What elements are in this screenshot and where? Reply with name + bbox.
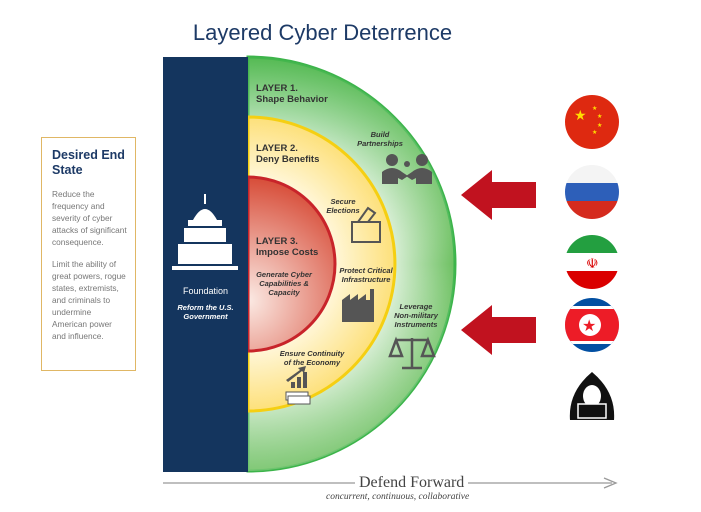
economy-icon — [285, 366, 311, 405]
hacker-icon — [569, 372, 615, 420]
layer-2-name: Deny Benefits — [256, 154, 320, 165]
russia-flag-icon — [565, 165, 619, 219]
svg-text:☫: ☫ — [586, 255, 599, 271]
page-title: Layered Cyber Deterrence — [192, 20, 453, 45]
layer-1-number: LAYER 1. — [256, 83, 298, 94]
end-state-heading: Desired End State — [52, 148, 125, 177]
foundation-label: Foundation — [182, 286, 229, 296]
iran-flag-icon: ☫ — [565, 235, 619, 289]
partnership-icon — [382, 154, 432, 184]
svg-text:★: ★ — [597, 122, 602, 129]
foundation-panel — [163, 57, 248, 472]
desired-end-state-box: Desired End State Reduce the frequency a… — [41, 137, 136, 371]
defend-forward-subtitle: concurrent, continuous, collaborative — [326, 492, 470, 502]
threat-arrow-2 — [461, 305, 536, 355]
ballot-box-icon — [351, 206, 381, 243]
end-state-text-1: Reduce the frequency and severity of cyb… — [52, 189, 127, 247]
svg-text:★: ★ — [597, 113, 602, 120]
layer-3-number: LAYER 3. — [256, 236, 298, 247]
threat-arrow-1 — [461, 170, 536, 220]
capitol-icon — [172, 194, 238, 270]
layer-3-name: Impose Costs — [256, 247, 319, 258]
svg-text:★: ★ — [592, 105, 597, 112]
end-state-text-2: Limit the ability of great powers, rogue… — [52, 259, 126, 341]
protect-infrastructure-label: Protect Critical Infrastructure — [339, 266, 393, 284]
foundation-sub: Reform the U.S. Government — [177, 303, 234, 321]
factory-icon — [342, 289, 374, 322]
china-flag-icon: ★★★★★ — [565, 95, 619, 149]
north-korea-flag-icon: ★ — [565, 298, 619, 352]
secure-elections-label: Secure Elections — [326, 197, 360, 215]
svg-text:★: ★ — [574, 107, 587, 123]
layer-3-label: LAYER 3.Impose Costs — [256, 236, 318, 258]
layer-1-label: LAYER 1.Shape Behavior — [256, 83, 328, 105]
layer-2-number: LAYER 2. — [256, 143, 298, 154]
leverage-instruments-label: Leverage Non-military Instruments — [394, 302, 438, 329]
generate-capabilities-label: Generate Cyber Capabilities & Capacity — [256, 270, 312, 297]
build-partnerships-label: Build Partnerships — [357, 130, 403, 148]
scales-icon — [388, 336, 436, 370]
svg-text:★: ★ — [592, 129, 597, 136]
defend-forward-title: Defend Forward — [355, 474, 469, 492]
layer-1-name: Shape Behavior — [256, 94, 328, 105]
ensure-economy-label: Ensure Continuity of the Economy — [279, 349, 345, 367]
layer-2-label: LAYER 2.Deny Benefits — [256, 143, 319, 165]
layer-3-ring — [246, 175, 337, 353]
svg-text:★: ★ — [582, 318, 596, 335]
